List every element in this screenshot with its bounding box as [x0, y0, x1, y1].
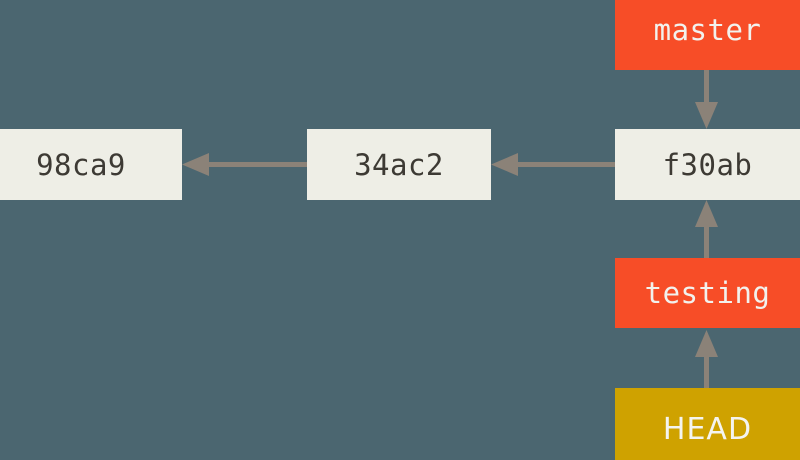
- edge-f30ab-to-34ac2: [491, 150, 617, 182]
- commit-node-f30ab[interactable]: f30ab: [615, 129, 800, 200]
- head-pointer-node[interactable]: HEAD: [615, 388, 800, 460]
- branch-node-testing[interactable]: testing: [615, 258, 800, 328]
- edge-master-to-f30ab: [691, 70, 723, 130]
- edge-34ac2-to-98ca9: [182, 150, 308, 182]
- commit-node-98ca9[interactable]: 98ca9: [0, 129, 182, 200]
- commit-label-f30ab: f30ab: [662, 147, 753, 182]
- head-pointer-label: HEAD: [662, 411, 753, 447]
- commit-label-98ca9: 98ca9: [36, 147, 126, 182]
- commit-node-34ac2[interactable]: 34ac2: [307, 129, 491, 200]
- edge-testing-to-f30ab: [691, 199, 723, 259]
- edge-head-to-testing: [691, 329, 723, 389]
- branch-label-master: master: [653, 13, 762, 47]
- commit-label-34ac2: 34ac2: [354, 147, 444, 182]
- branch-label-testing: testing: [644, 276, 771, 310]
- branch-node-master[interactable]: master: [615, 0, 800, 70]
